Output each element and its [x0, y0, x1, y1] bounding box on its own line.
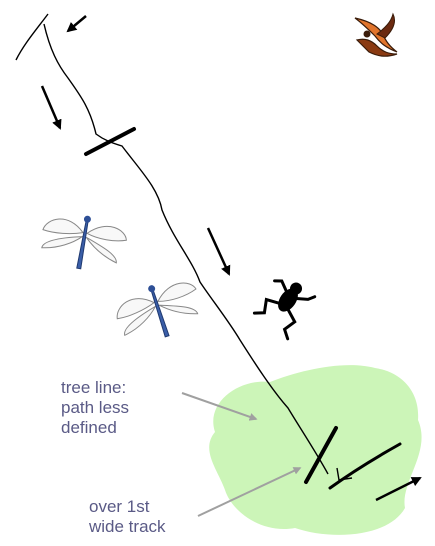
- dragonfly-icon: [41, 215, 127, 270]
- direction-arrow: [206, 227, 231, 276]
- direction-arrow: [66, 15, 87, 33]
- tree-line-annotation: tree line: path less defined: [61, 378, 130, 437]
- ridge-crossing: [84, 127, 136, 156]
- direction-arrow: [375, 476, 422, 502]
- dragonfly-icon: [116, 282, 199, 338]
- frog-icon: [252, 279, 317, 341]
- start-marker: [15, 13, 49, 61]
- route-path: [43, 23, 329, 475]
- direction-arrow: [40, 85, 62, 130]
- wide-track-annotation: over 1st wide track: [89, 497, 166, 536]
- wide-track-crossing: [304, 426, 338, 484]
- tree-line-callout-arrow: [181, 392, 258, 421]
- wide-track-callout-arrow: [197, 467, 302, 517]
- swallow-icon: [354, 12, 398, 57]
- meadow-area: [209, 365, 422, 535]
- track-link: [336, 467, 353, 481]
- second-track: [328, 442, 402, 490]
